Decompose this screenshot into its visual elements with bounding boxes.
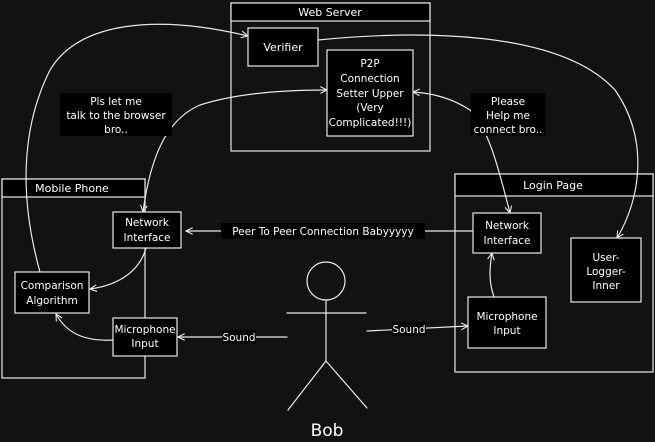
svg-text:Network: Network: [485, 220, 530, 232]
user-logger-inner-node: User- Logger- Inner: [570, 237, 642, 303]
phone-network-interface-node: Network Interface: [112, 211, 182, 249]
edge-label-sound-left: Sound: [222, 330, 256, 344]
bob-label: Bob: [311, 421, 344, 441]
comparison-algorithm-node: Comparison Algorithm: [14, 271, 90, 314]
svg-text:Logger-: Logger-: [586, 266, 626, 278]
svg-text:Connection: Connection: [340, 73, 399, 85]
svg-text:Sound: Sound: [392, 324, 425, 336]
verifier-node: Verifier: [247, 27, 319, 67]
login-page-title: Login Page: [523, 179, 583, 192]
mobile-phone-title: Mobile Phone: [35, 182, 109, 195]
edge-label-p2p-link: Peer To Peer Connection Babyyyyy: [221, 223, 425, 239]
svg-text:Microphone: Microphone: [114, 324, 175, 336]
svg-text:Help me: Help me: [486, 110, 530, 122]
p2p-setter-node: P2P Connection Setter Upper (Very Compli…: [326, 49, 414, 137]
svg-text:User-: User-: [592, 252, 619, 264]
svg-text:(Very: (Very: [356, 102, 383, 114]
svg-text:Peer To Peer Connection Babyyy: Peer To Peer Connection Babyyyyy: [232, 226, 414, 238]
svg-text:Inner: Inner: [592, 280, 620, 292]
edge-login-mic-to-network: [490, 253, 494, 298]
edge-verifier-to-user-logger: [317, 34, 639, 238]
edge-label-please-help: Please Help me connect bro..: [471, 93, 545, 136]
svg-text:P2P: P2P: [360, 58, 379, 70]
svg-text:Pls let me: Pls let me: [90, 96, 142, 108]
svg-text:Complicated!!!): Complicated!!!): [329, 117, 412, 129]
edge-label-pls-let-me: Pls let me talk to the browser bro..: [60, 93, 172, 136]
login-network-interface-node: Network Interface: [472, 212, 542, 254]
svg-text:Microphone: Microphone: [476, 311, 537, 323]
svg-text:Network: Network: [125, 217, 170, 229]
phone-microphone-input-node: Microphone Input: [112, 317, 178, 357]
login-microphone-input-node: Microphone Input: [467, 296, 547, 349]
web-server-container: Web Server: [230, 2, 431, 152]
svg-text:bro..: bro..: [104, 124, 128, 136]
bob-stick-figure: [286, 261, 368, 411]
svg-text:Interface: Interface: [123, 232, 170, 244]
svg-text:Verifier: Verifier: [263, 41, 303, 54]
svg-text:Setter Upper: Setter Upper: [336, 88, 404, 100]
edge-phone-mic-to-comparison: [55, 314, 115, 341]
edge-phone-network-to-p2p: [143, 90, 327, 212]
edge-label-sound-right: Sound: [392, 322, 426, 336]
svg-text:Algorithm: Algorithm: [26, 295, 77, 307]
svg-text:Input: Input: [131, 338, 158, 350]
svg-text:Sound: Sound: [222, 332, 255, 344]
svg-text:Input: Input: [493, 325, 520, 337]
svg-text:Interface: Interface: [483, 235, 530, 247]
svg-text:talk to the browser: talk to the browser: [66, 110, 166, 122]
svg-text:Comparison: Comparison: [21, 280, 84, 292]
web-server-title: Web Server: [298, 6, 362, 19]
svg-text:connect bro..: connect bro..: [474, 124, 543, 136]
svg-text:Please: Please: [491, 96, 525, 108]
edge-phone-network-to-comparison: [90, 247, 147, 289]
edge-comparison-to-verifier: [25, 23, 248, 273]
mobile-phone-container: Mobile Phone: [1, 178, 146, 379]
